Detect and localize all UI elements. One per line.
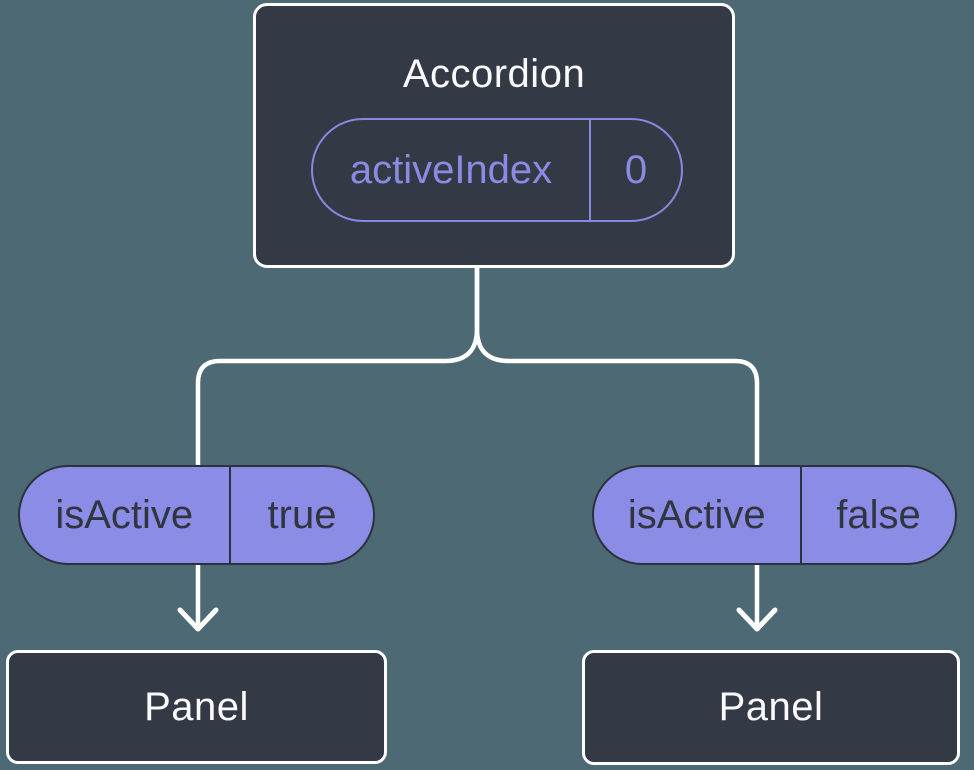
panel-node-left: Panel xyxy=(6,650,387,764)
state-value-label: 0 xyxy=(624,147,648,192)
accordion-node: Accordion activeIndex 0 xyxy=(253,3,735,268)
panel-node-right: Panel xyxy=(582,650,960,765)
prop-pill-divider xyxy=(799,467,802,563)
state-pill-divider xyxy=(589,120,591,220)
panel-node-title: Panel xyxy=(718,685,824,729)
prop-value-label: true xyxy=(267,492,337,537)
state-pill-activeindex: activeIndex 0 xyxy=(311,118,683,222)
connector-left xyxy=(195,261,480,626)
connector-right xyxy=(474,261,760,626)
prop-name-label: isActive xyxy=(627,492,766,537)
arrowhead-down-right-icon xyxy=(736,607,778,632)
panel-node-title: Panel xyxy=(144,684,249,729)
prop-pill-isactive-false: isActive false xyxy=(592,465,957,565)
state-name-label: activeIndex xyxy=(349,147,553,192)
prop-name-label: isActive xyxy=(55,492,194,537)
prop-pill-divider xyxy=(228,467,231,563)
arrowhead-down-left-icon xyxy=(177,607,219,632)
prop-value-label: false xyxy=(836,492,921,537)
accordion-node-title: Accordion xyxy=(402,52,586,96)
prop-pill-isactive-true: isActive true xyxy=(18,465,375,565)
